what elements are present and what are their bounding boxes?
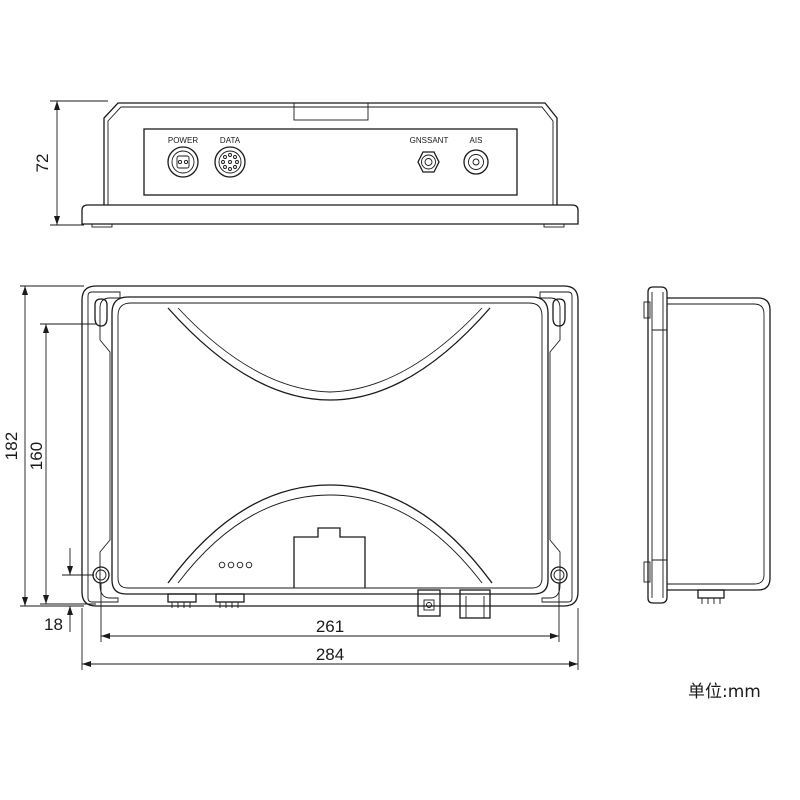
upper-arc-inner: [177, 307, 483, 393]
front-view-top-tab: [293, 102, 369, 121]
top-view-outer-flange: [81, 285, 579, 607]
side-view-ear-bottom: [643, 561, 651, 583]
gnss-label: GNSSANT: [410, 136, 449, 145]
front-view-housing-inner: [107, 106, 554, 205]
height-dimension: 72: [33, 100, 108, 226]
mount-slot-top-right: [552, 298, 566, 327]
bottom-connector-power: [167, 593, 197, 608]
height-value: 72: [33, 154, 52, 173]
side-view-ear-top: [643, 301, 651, 319]
ais-label: AIS: [470, 136, 483, 145]
overall-width-value: 284: [316, 645, 344, 664]
bottom-connector-gnss: [417, 589, 441, 617]
bottom-connector-ais: [459, 589, 491, 619]
data-connector: [214, 146, 246, 178]
bottom-offset-dimension: 18: [44, 548, 94, 634]
bottom-offset-value: 18: [44, 615, 63, 634]
mount-hole-bottom-right: [550, 566, 568, 584]
front-view-base-flange: [81, 204, 579, 225]
top-view-left-ears: [87, 291, 121, 603]
lower-arc: [167, 484, 493, 584]
upper-arc: [167, 307, 491, 401]
side-view: [643, 286, 771, 604]
mount-slot-top-left: [94, 298, 108, 327]
side-view-connector: [697, 589, 725, 604]
front-view-foot-right: [543, 223, 565, 228]
overall-width-dimension: 284: [81, 608, 579, 670]
bottom-connector-data: [215, 593, 245, 608]
top-view-body-inner: [117, 302, 543, 589]
overall-height-dimension: 182: [2, 285, 84, 607]
top-view-right-ears: [539, 291, 573, 603]
unit-label: 单位:mm: [688, 682, 761, 702]
top-view: 182 160 18 261: [2, 285, 579, 670]
front-view-housing: [103, 102, 558, 205]
front-view-foot-left: [91, 223, 113, 228]
power-connector: [167, 146, 199, 178]
connector-panel: [143, 128, 518, 196]
lower-arc-inner: [177, 494, 483, 584]
front-view: POWER DATA GNSSANT AIS 72: [33, 100, 579, 228]
gnss-connector: [417, 151, 440, 173]
inner-width-dimension: 261: [100, 583, 560, 642]
top-view-body: [111, 296, 549, 595]
inner-width-value: 261: [316, 617, 344, 636]
inner-height-value: 160: [27, 442, 46, 470]
data-label: DATA: [220, 136, 241, 145]
overall-height-value: 182: [2, 432, 21, 460]
side-view-body: [667, 297, 771, 591]
cover-plate: [293, 527, 366, 588]
led-indicators: [218, 561, 253, 569]
side-view-body-inner: [667, 303, 765, 585]
power-label: POWER: [168, 136, 198, 145]
inner-height-dimension: 160: [27, 323, 96, 605]
mount-hole-bottom-left: [92, 566, 110, 584]
ais-connector: [463, 149, 489, 175]
side-view-flange: [647, 286, 668, 604]
